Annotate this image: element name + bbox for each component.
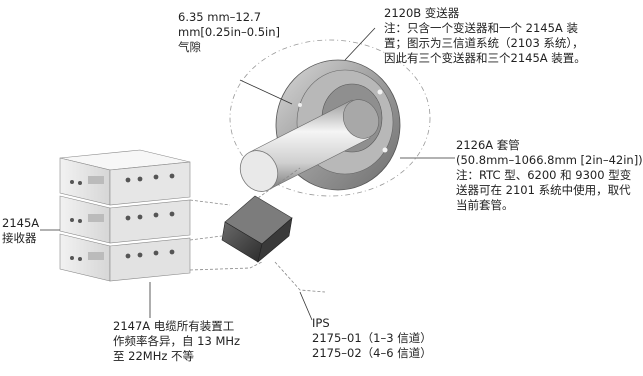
air-gap-label: 6.35 mm–12.7 mm[0.25in–0.5in] 气隙 [178,10,280,55]
ips-module [221,195,293,263]
cable-line-2: 作频率各异，自 13 MHz [113,334,241,348]
ips-line-1: IPS [312,316,330,330]
sleeve-label: 2126A 套管 (50.8mm–1066.8mm [2in–42in]) 注：… [456,138,643,213]
ips-label: IPS 2175–01（1–3 信道） 2175–02（4–6 信道） [312,316,432,361]
transmitter-line-4: 因此有三个变送器和三个2145A 装置。 [384,51,586,65]
transmitter-line-2: 注：只含一个变送器和一个 2145A 装 [384,21,578,35]
ips-line-2: 2175–01（1–3 信道） [312,331,432,345]
air-gap-line-1: 6.35 mm–12.7 [178,10,262,24]
sleeve-line-2: (50.8mm–1066.8mm [2in–42in]) [456,153,643,167]
transmitter-label: 2120B 变送器 注：只含一个变送器和一个 2145A 装 置；图示为三信道系… [384,6,586,66]
leader-lines [40,27,455,321]
receiver-2145a [59,149,191,282]
transmitter-orbit [229,39,431,197]
sleeve-line-1: 2126A 套管 [456,138,520,152]
air-gap-line-3: 气隙 [178,40,201,54]
transmitter-line-1: 2120B 变送器 [384,6,460,20]
sleeve-2126a [239,99,380,192]
air-gap-line-2: mm[0.25in–0.5in] [178,25,280,39]
transmitter-line-3: 置；图示为三信道系统（2103 系统）， [384,36,584,50]
receiver-line-2: 接收器 [2,231,37,245]
cable-lines [189,167,326,293]
sleeve-line-3: 注：RTC 型、6200 和 9300 型变 [456,168,632,182]
cable-line-3: 至 22MHz 不等 [113,349,195,363]
receiver-line-1: 2145A [2,216,40,230]
ips-line-3: 2175–02（4–6 信道） [312,346,432,360]
sleeve-line-4: 送器可在 2101 系统中使用，取代 [456,183,631,197]
receiver-label: 2145A 接收器 [2,216,39,246]
cable-label: 2147A 电缆所有装置工 作频率各异，自 13 MHz 至 22MHz 不等 [113,319,240,364]
cable-line-1: 2147A 电缆所有装置工 [113,319,235,333]
sleeve-line-5: 当前套管。 [456,198,514,212]
